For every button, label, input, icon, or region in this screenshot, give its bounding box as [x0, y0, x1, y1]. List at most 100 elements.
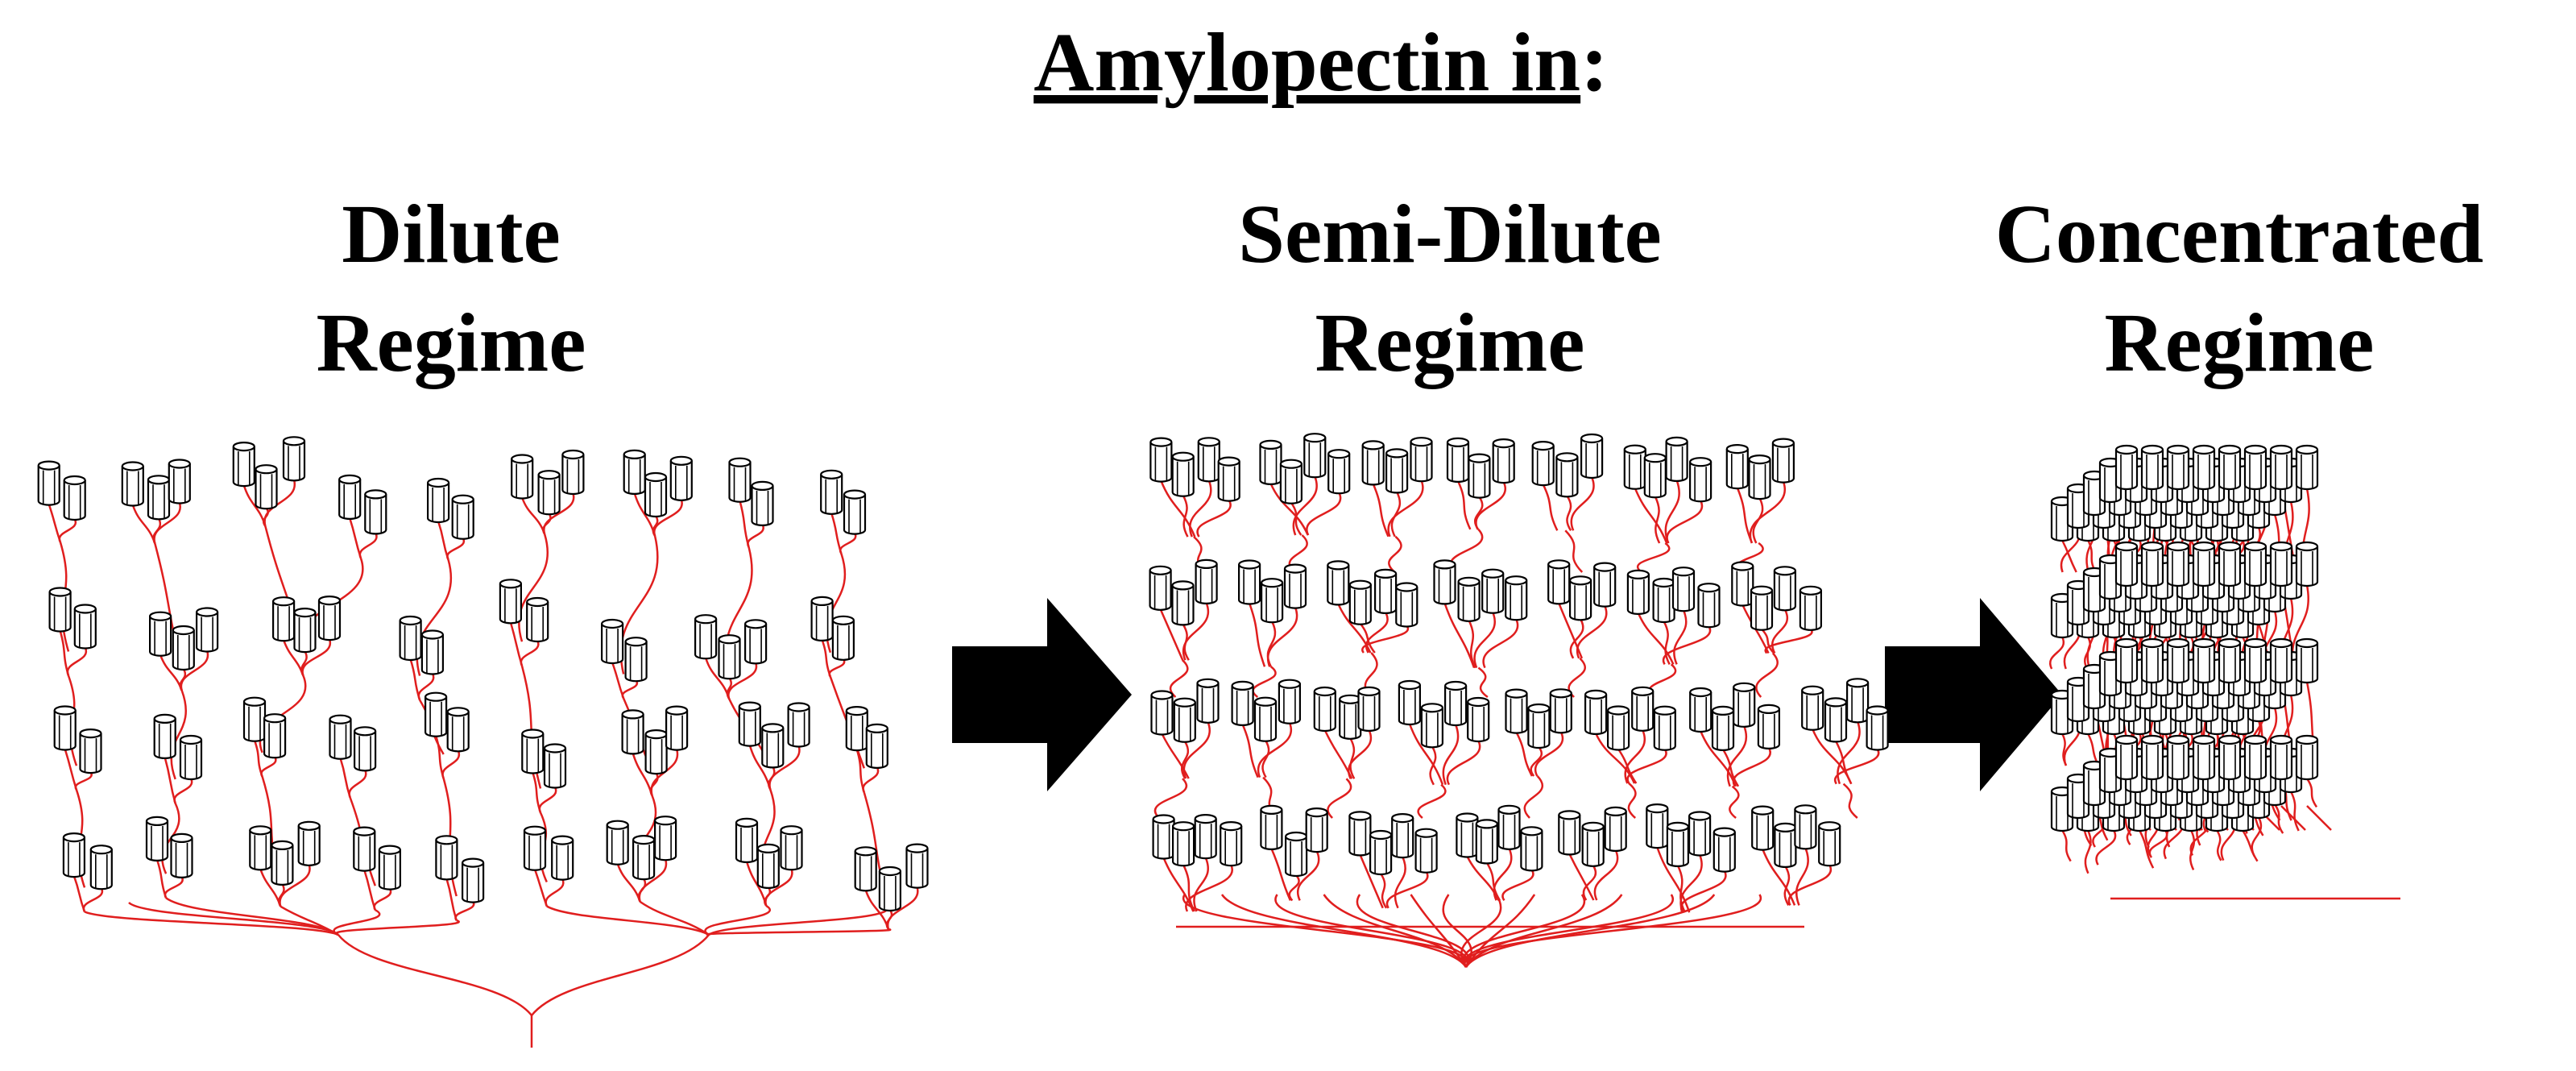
cylinder-helix-icon — [399, 615, 422, 662]
cylinder-helix-icon — [1824, 697, 1848, 743]
cylinder-helix-icon — [1688, 811, 1712, 857]
cylinder-helix-icon — [2218, 637, 2242, 684]
cylinder-helix-icon — [845, 705, 868, 752]
cylinder-helix-icon — [1671, 567, 1696, 612]
cylinder-helix-icon — [624, 637, 648, 683]
glucan-chain — [1624, 729, 1646, 784]
glucan-chain — [543, 492, 575, 534]
cylinder-helix-icon — [89, 845, 113, 890]
cylinder-helix-icon — [756, 843, 780, 890]
cylinder-helix-icon — [1711, 705, 1735, 752]
glucan-chain — [1446, 740, 1481, 786]
cylinder-helix-icon — [378, 845, 401, 890]
glucan-chain — [164, 876, 184, 899]
cylinder-helix-icon — [1818, 821, 1841, 867]
glucan-chain — [531, 934, 710, 1016]
glucan-chain — [1477, 666, 1489, 699]
cylinder-helix-icon — [1468, 453, 1491, 499]
cylinder-helix-icon — [621, 709, 644, 755]
cylinder-helix-icon — [728, 457, 752, 503]
cylinder-helix-icon — [1725, 443, 1749, 490]
glucan-chain — [1443, 602, 1476, 669]
glucan-chain — [1570, 476, 1595, 531]
cylinder-helix-icon — [1653, 705, 1676, 751]
glucan-chain — [1429, 745, 1437, 786]
glucan-chain — [1248, 603, 1266, 667]
glucan-chain — [1390, 491, 1402, 538]
concentrated-regime-panel — [2048, 444, 2400, 900]
cylinder-helix-icon — [623, 449, 646, 496]
cylinder-helix-icon — [2166, 637, 2190, 684]
glucan-chain — [546, 905, 710, 936]
glucan-chain — [333, 909, 381, 936]
glucan-chain — [1356, 894, 1470, 968]
cylinder-helix-icon — [523, 825, 547, 871]
glucan-chain — [454, 900, 475, 921]
glucan-chain — [1266, 607, 1298, 667]
glucan-chain — [48, 504, 62, 543]
cylinder-helix-icon — [2114, 637, 2139, 684]
glucan-chain — [58, 518, 77, 543]
glucan-chain — [1663, 621, 1671, 665]
cylinder-helix-icon — [147, 475, 171, 521]
glucan-chain — [706, 928, 892, 936]
cylinder-helix-icon — [2243, 541, 2267, 587]
glucan-chain — [1564, 529, 1584, 573]
glucan-chain — [1323, 894, 1468, 968]
glucan-chain — [445, 878, 458, 921]
cylinder-helix-icon — [249, 825, 272, 871]
cylinder-helix-icon — [878, 866, 902, 912]
cylinder-helix-icon — [1697, 583, 1721, 629]
cylinder-helix-icon — [2269, 734, 2293, 781]
cylinder-helix-icon — [172, 625, 195, 671]
cylinder-helix-icon — [665, 705, 689, 751]
cylinder-helix-icon — [1260, 578, 1284, 624]
glucan-chain — [1270, 848, 1292, 901]
cylinder-helix-icon — [1733, 682, 1756, 728]
cylinder-helix-icon — [263, 713, 287, 759]
cylinder-helix-icon — [1689, 687, 1713, 733]
cylinder-helix-icon — [1197, 437, 1220, 483]
cylinder-helix-icon — [1194, 813, 1217, 860]
glucan-chain — [1261, 740, 1270, 778]
glucan-chain — [1679, 854, 1703, 913]
cylinder-helix-icon — [2140, 444, 2164, 491]
cylinder-helix-icon — [1369, 829, 1393, 876]
cylinder-helix-icon — [2295, 444, 2319, 491]
glucan-chain — [1182, 602, 1210, 661]
cylinder-helix-icon — [1604, 806, 1627, 853]
glucan-chain — [1153, 778, 1188, 819]
cylinder-helix-icon — [153, 713, 176, 760]
glucan-chain — [1169, 659, 1189, 698]
cylinder-helix-icon — [1278, 679, 1302, 724]
cylinder-helix-icon — [1505, 688, 1528, 734]
cylinder-helix-icon — [1623, 444, 1646, 490]
glucan-chain — [1327, 778, 1352, 819]
glucan-chain — [1365, 612, 1389, 654]
cylinder-helix-icon — [537, 470, 561, 516]
glucan-chain — [1515, 732, 1534, 777]
cylinder-helix-icon — [810, 596, 834, 642]
cylinder-helix-icon — [854, 846, 877, 892]
glucan-chain — [338, 934, 532, 1016]
cylinder-helix-icon — [420, 629, 445, 675]
glucan-chain — [1274, 894, 1469, 968]
cylinder-helix-icon — [1303, 433, 1327, 479]
glucan-chain — [1493, 848, 1513, 901]
dilute-chains — [48, 479, 919, 1048]
glucan-chain — [155, 859, 168, 899]
glucan-chain — [538, 786, 557, 813]
cylinder-helix-icon — [1357, 686, 1381, 733]
glucan-chain — [446, 538, 466, 560]
cylinder-helix-icon — [644, 471, 668, 518]
glucan-chain — [2289, 791, 2300, 832]
glucan-chain — [1196, 499, 1232, 538]
glucan-chain — [839, 532, 857, 554]
cylinder-helix-icon — [2269, 541, 2293, 587]
glucan-chain — [1637, 612, 1675, 665]
cylinder-helix-icon — [2295, 541, 2319, 587]
cylinder-helix-icon — [1259, 439, 1282, 486]
glucan-chain — [153, 502, 181, 544]
glucan-chain — [1269, 483, 1309, 536]
